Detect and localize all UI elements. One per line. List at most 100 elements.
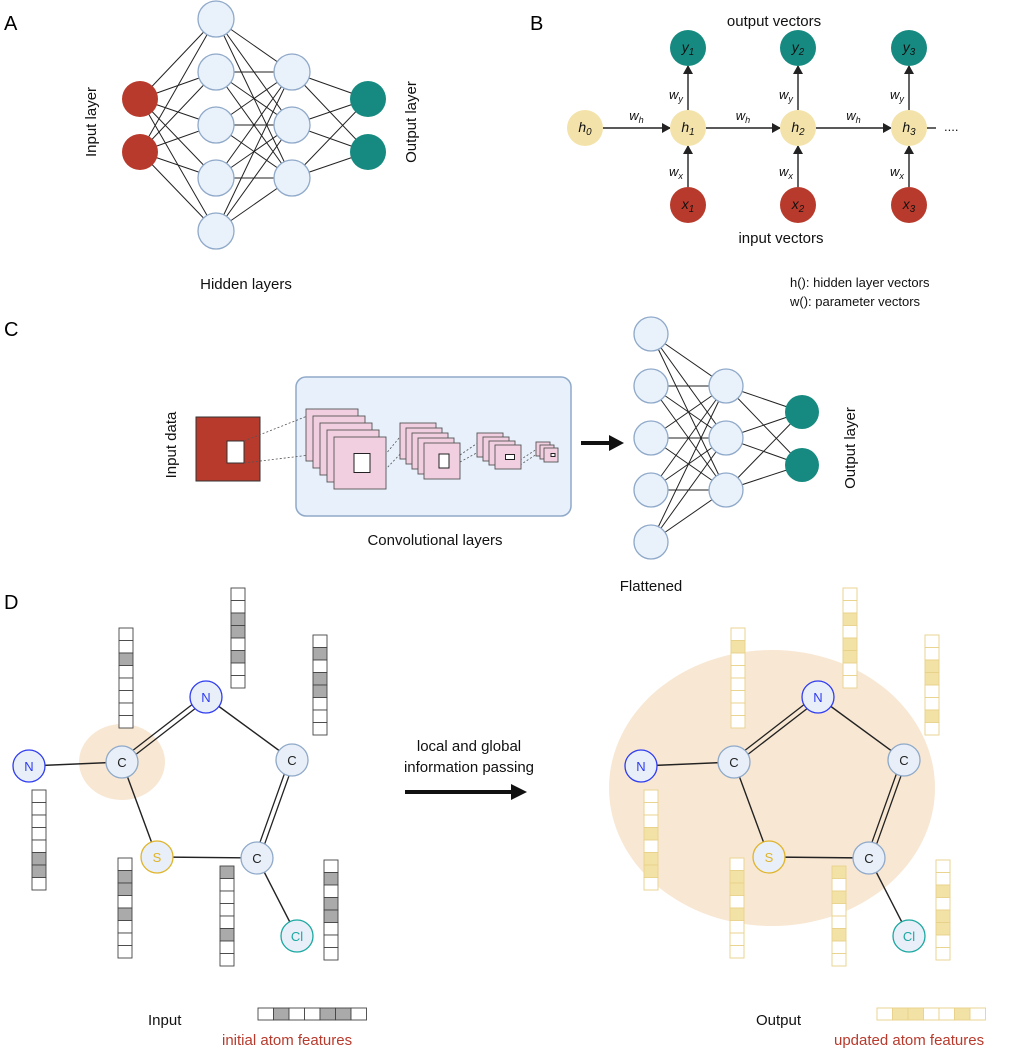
- hidden-node: [273, 159, 311, 197]
- atom-c: [275, 743, 309, 777]
- feature-cell: [323, 909, 339, 923]
- feature-cell: [312, 634, 328, 648]
- feature-cell: [730, 627, 746, 641]
- flatten-arrow: [581, 435, 624, 451]
- panel-a-connections: [139, 18, 369, 232]
- atom-symbol: N: [201, 690, 210, 705]
- feature-cell: [831, 953, 847, 967]
- updated-atom-features-label: updated atom features: [834, 1032, 984, 1049]
- feature-cell: [643, 789, 659, 803]
- feature-cell: [907, 1007, 924, 1021]
- projection-line: [459, 439, 483, 456]
- connection: [650, 385, 727, 491]
- feature-cell: [842, 637, 858, 651]
- arrowhead: [904, 145, 914, 154]
- weight-label-wh: wh: [846, 108, 860, 125]
- feature-cell: [729, 920, 745, 934]
- bond: [156, 856, 258, 859]
- feature-cell: [924, 672, 940, 686]
- flattened-label: Flattened: [620, 578, 683, 595]
- feature-cell: [935, 934, 951, 948]
- arrowhead: [793, 65, 803, 74]
- flattened-node: [633, 316, 669, 352]
- bond: [121, 761, 158, 858]
- feature-cell: [643, 827, 659, 841]
- feature-cell: [312, 672, 328, 686]
- feature-cell: [323, 872, 339, 886]
- input-vector-node: [891, 187, 927, 223]
- legend-hidden-vectors: h(): hidden layer vectors: [790, 275, 930, 290]
- feature-cell: [335, 1007, 352, 1021]
- atom-symbol: C: [899, 753, 908, 768]
- atom-symbol: C: [729, 755, 738, 770]
- input-vector-node: [780, 187, 816, 223]
- atom-c: [717, 745, 751, 779]
- convolutional-layers-label: Convolutional layers: [367, 532, 502, 549]
- input-vectors-title: input vectors: [738, 230, 823, 247]
- feature-cell: [31, 827, 47, 841]
- arrowhead: [662, 123, 671, 133]
- feature-cell: [273, 1007, 290, 1021]
- feature-cell: [312, 722, 328, 736]
- double-bond: [866, 758, 903, 858]
- feature-cell: [729, 882, 745, 896]
- arrow-label-line1: local and global: [417, 738, 521, 755]
- hidden-node: [708, 472, 744, 508]
- panel-c-letter: C: [4, 319, 18, 341]
- weight-label-wx: wx: [890, 164, 904, 181]
- double-bond: [258, 760, 295, 860]
- atom-n: [12, 749, 46, 783]
- feature-cell: [117, 857, 133, 871]
- connection: [139, 18, 217, 153]
- output-node: [785, 395, 819, 429]
- feature-cell: [831, 903, 847, 917]
- panel-a-feedforward-network: A Input layer Output layer Hidden layers: [4, 0, 420, 293]
- feature-cell: [730, 715, 746, 729]
- atom-symbol: C: [252, 851, 261, 866]
- bond: [205, 696, 293, 761]
- feature-cell: [31, 864, 47, 878]
- feature-cell: [219, 953, 235, 967]
- input-vector-label: x3: [902, 196, 916, 215]
- feature-cell: [230, 675, 246, 689]
- atom-s: [752, 840, 786, 874]
- receptive-field-window: [505, 454, 515, 460]
- bond: [768, 856, 870, 859]
- atom-n: [624, 749, 658, 783]
- feature-cell: [118, 665, 134, 679]
- feature-cell: [643, 877, 659, 891]
- information-passing-arrow: [405, 784, 527, 800]
- output-node: [785, 448, 819, 482]
- feature-cell: [117, 932, 133, 946]
- feature-cell: [924, 659, 940, 673]
- feature-cell: [924, 722, 940, 736]
- feature-cell: [323, 884, 339, 898]
- feature-cell: [729, 932, 745, 946]
- feature-cell: [643, 839, 659, 853]
- feature-cell: [219, 865, 235, 879]
- panel-c-convolutional-network: C Input data Convolutional layers Flatte…: [4, 316, 859, 595]
- receptive-field-window: [550, 453, 556, 457]
- flattened-node: [633, 524, 669, 560]
- weight-label-wy: wy: [779, 87, 793, 104]
- feature-cell: [935, 909, 951, 923]
- output-vector-node: [780, 30, 816, 66]
- atom-cl: [892, 919, 926, 953]
- output-vector-label: y2: [791, 39, 805, 58]
- feature-cell: [230, 662, 246, 676]
- atom-n: [189, 680, 223, 714]
- feature-cell: [924, 647, 940, 661]
- hidden-node: [273, 53, 311, 91]
- connection: [650, 385, 727, 543]
- bond: [733, 761, 770, 858]
- input-label: Input: [148, 1012, 182, 1029]
- feature-cell: [935, 897, 951, 911]
- feature-cell: [729, 870, 745, 884]
- feature-cell: [312, 684, 328, 698]
- feature-cell: [117, 907, 133, 921]
- feature-cell: [117, 920, 133, 934]
- feature-cell: [729, 945, 745, 959]
- output-node: [350, 81, 386, 117]
